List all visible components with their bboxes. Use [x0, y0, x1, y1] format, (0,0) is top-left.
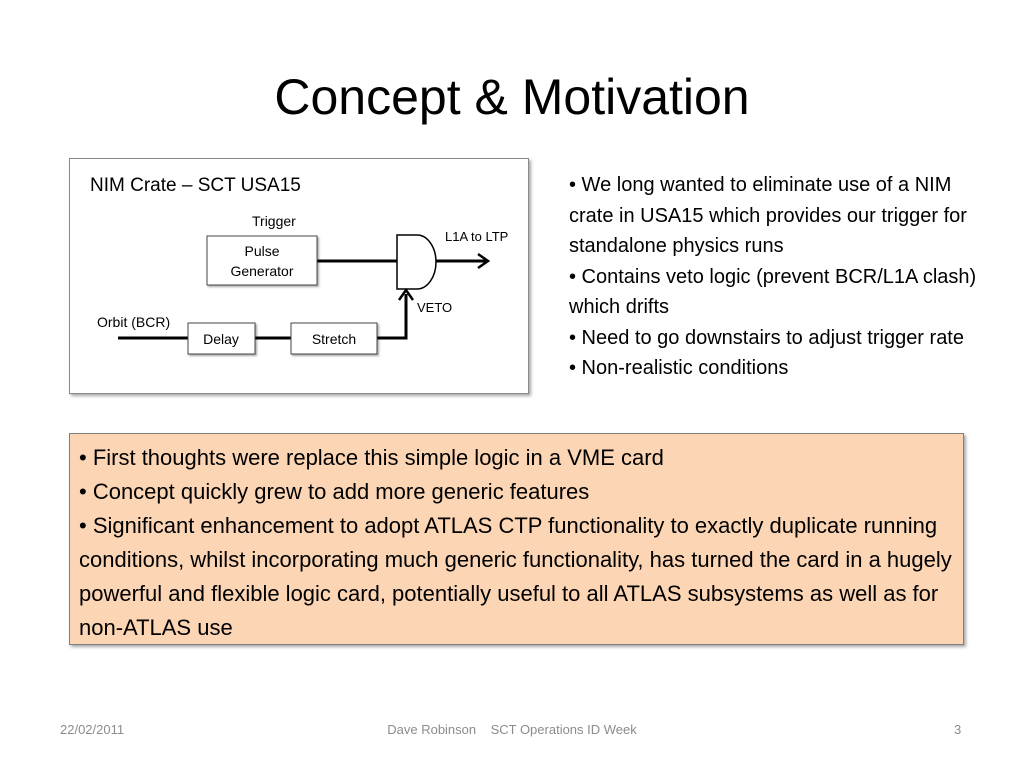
pulse-generator-label-2: Generator: [230, 263, 293, 279]
footer-presenter: Dave Robinson SCT Operations ID Week: [387, 722, 637, 737]
diagram-title: NIM Crate – SCT USA15: [90, 175, 301, 196]
concept-bullet: • Concept quickly grew to add more gener…: [79, 479, 590, 504]
logic-diagram-svg: NIM Crate – SCT USA15 Trigger Pulse Gene…: [90, 175, 508, 355]
motivation-bullet: • Non-realistic conditions: [569, 357, 789, 379]
veto-label: VETO: [417, 300, 452, 315]
nim-crate-diagram: NIM Crate – SCT USA15 Trigger Pulse Gene…: [69, 158, 529, 394]
footer-page-number: 3: [954, 722, 962, 737]
delay-box: [187, 322, 256, 355]
trigger-label: Trigger: [252, 213, 296, 229]
and-gate: [396, 234, 437, 290]
orbit-label: Orbit (BCR): [97, 314, 170, 330]
veto-arrowhead: [397, 287, 415, 301]
concept-highlight-box: • First thoughts were replace this simpl…: [69, 433, 964, 645]
stretch-label: Stretch: [312, 331, 356, 347]
delay-label: Delay: [203, 331, 239, 347]
footer-date: 22/02/2011: [60, 722, 125, 737]
concept-bullet: • First thoughts were replace this simpl…: [79, 445, 664, 470]
concept-bullet: • Significant enhancement to adopt ATLAS…: [79, 513, 952, 640]
motivation-bullet: • Need to go downstairs to adjust trigge…: [569, 326, 964, 349]
output-arrowhead: [477, 252, 491, 270]
veto-wire: [377, 294, 408, 340]
motivation-bullet: • We long wanted to eliminate use of a N…: [569, 174, 967, 257]
stretch-box: [290, 322, 378, 355]
pulse-generator-box: [206, 235, 318, 286]
slide-title: Concept & Motivation: [274, 69, 750, 125]
output-label: L1A to LTP: [445, 229, 508, 244]
motivation-bullet: • Contains veto logic (prevent BCR/L1A c…: [569, 265, 977, 319]
pulse-generator-label-1: Pulse: [244, 243, 279, 259]
motivation-bullet-list: • We long wanted to eliminate use of a N…: [569, 170, 999, 384]
